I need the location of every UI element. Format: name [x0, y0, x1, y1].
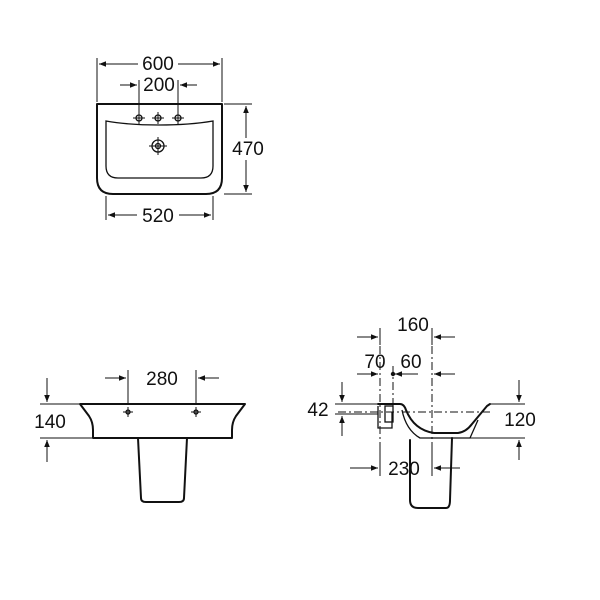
- dim-pedestal-offset: 230: [388, 459, 420, 480]
- basin-outline-front: [79, 403, 246, 439]
- basin-outline-side: [377, 403, 491, 434]
- fixing-hole-right: [191, 407, 201, 417]
- side-view: 160 70 60 42 120 230: [307, 315, 536, 509]
- dim-fixing-spacing: 280: [146, 369, 178, 390]
- pedestal-side: [409, 437, 453, 509]
- pedestal-front: [137, 437, 188, 503]
- tap-hole-left: [133, 112, 145, 124]
- basin-outline-top: [96, 103, 223, 195]
- basin-bowl-top: [105, 120, 214, 179]
- dim-tap-spacing: 200: [143, 75, 175, 96]
- dim-offset-b: 60: [400, 352, 421, 373]
- dim-rim-thickness: 42: [307, 400, 328, 421]
- front-view: 280 140: [34, 369, 246, 503]
- tap-block: [384, 405, 394, 423]
- dim-bowl-depth: 120: [504, 410, 536, 431]
- drain-hole: [149, 137, 167, 155]
- fixing-hole-left: [123, 407, 133, 417]
- basin-bowl-side: [377, 406, 393, 429]
- tap-hole-center: [152, 112, 164, 124]
- tap-hole-right: [172, 112, 184, 124]
- dim-offset-a: 70: [364, 352, 385, 373]
- top-view: 600 200 470 520: [96, 53, 268, 227]
- dim-total-offset: 160: [397, 315, 429, 336]
- dim-depth: 470: [232, 139, 264, 160]
- dim-height: 140: [34, 412, 66, 433]
- dim-overall-width: 600: [142, 54, 174, 75]
- dim-inner-width: 520: [142, 206, 174, 227]
